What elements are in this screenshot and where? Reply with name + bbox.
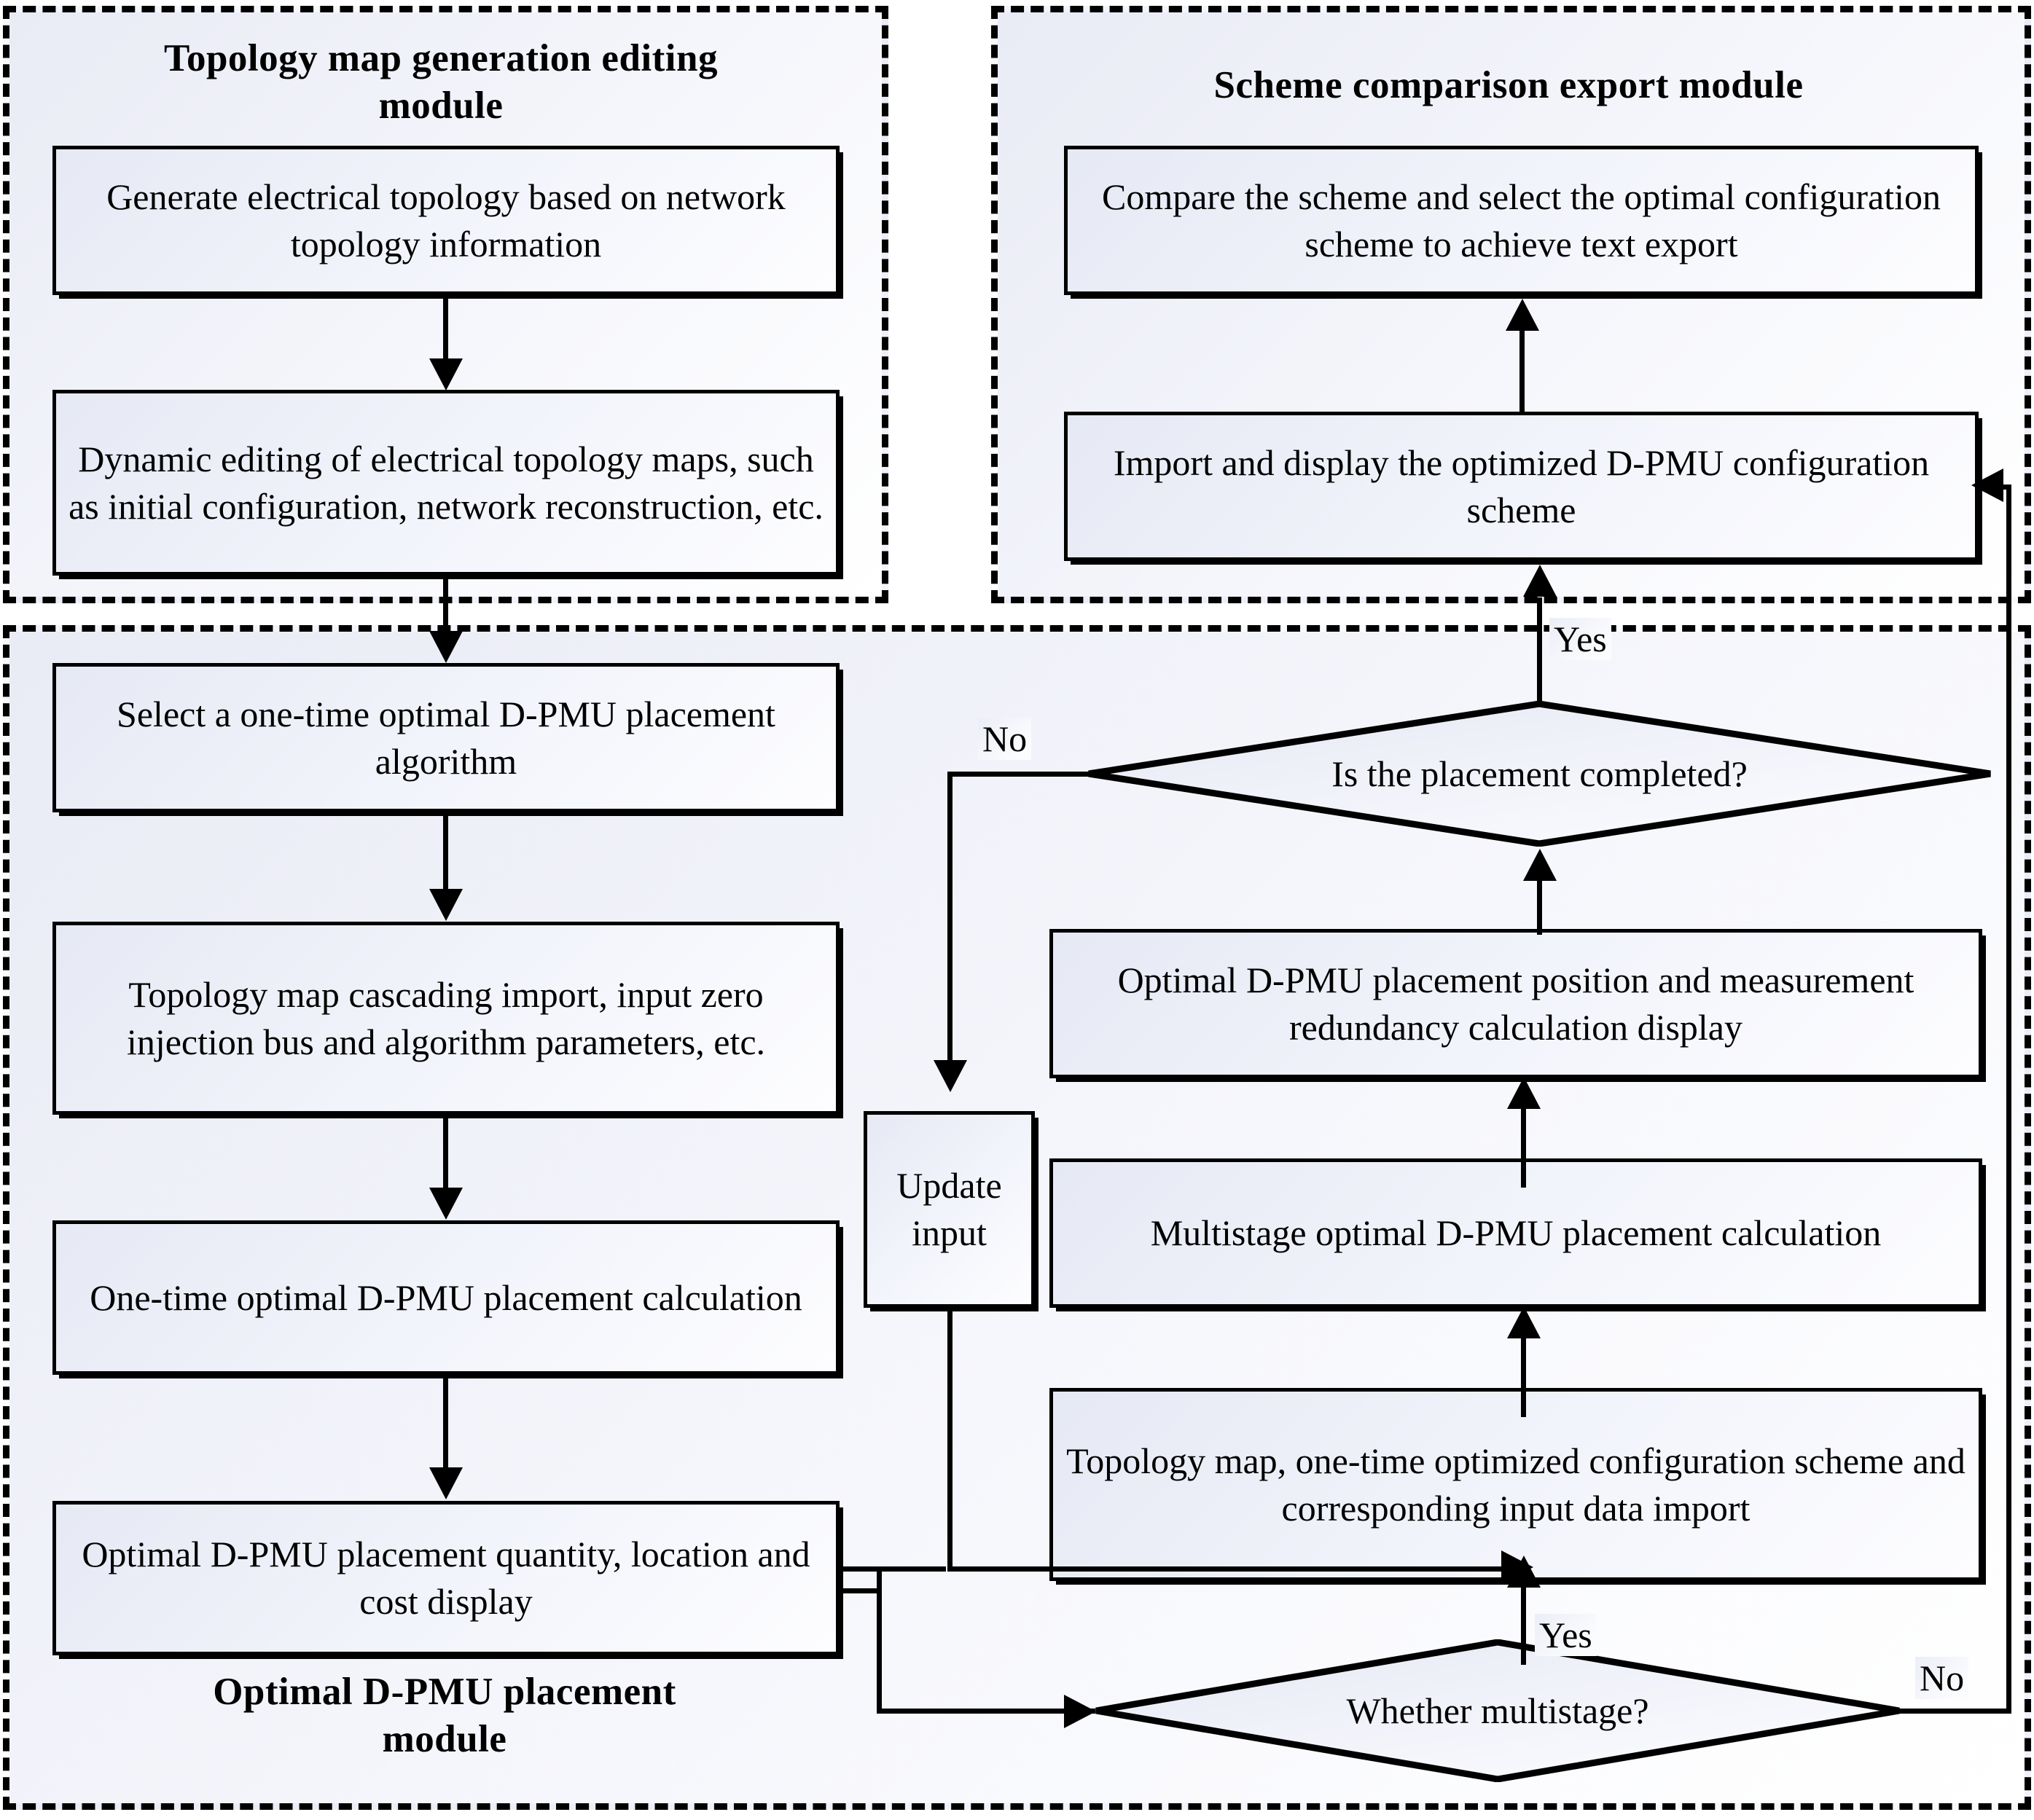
connector-mapimport-to-multistage [1521, 1337, 1526, 1417]
arrowhead-onetime-to-quantity [429, 1467, 463, 1499]
edge-label-completed-no: No [978, 718, 1032, 760]
connector-multistage-yes-to-mapimport [1521, 1585, 1526, 1665]
module-title-placement-line1: Optimal D-PMU placement [213, 1671, 676, 1713]
arrowhead-dynamic-to-select [429, 631, 463, 663]
connector-update-to-yes-join [947, 1566, 1530, 1572]
decision-whether-multistage[interactable]: Whether multistage? [1093, 1639, 1902, 1782]
edge-label-completed-yes: Yes [1549, 618, 1611, 660]
arrowhead-position-to-completed [1523, 849, 1557, 881]
arrowhead-mapimport-to-multistage [1507, 1306, 1541, 1338]
arrowhead-import-to-compare [1506, 299, 1539, 331]
connector-completed-no-horizontal [947, 772, 1093, 777]
connector-generate-to-dynamic [443, 295, 448, 361]
node-import-display[interactable]: Import and display the optimized D-PMU c… [1064, 412, 1979, 561]
node-cascading-import[interactable]: Topology map cascading import, input zer… [52, 922, 840, 1115]
connector-quantity-down-to-diamond [877, 1566, 882, 1711]
arrowhead-completed-no-to-update [934, 1060, 967, 1092]
node-quantity-display[interactable]: Optimal D-PMU placement quantity, locati… [52, 1501, 840, 1655]
arrowhead-generate-to-dynamic [429, 358, 463, 391]
arrowhead-select-to-cascading [429, 889, 463, 921]
connector-position-to-completed [1537, 878, 1542, 935]
module-title-placement-line2: module [382, 1717, 507, 1760]
connector-update-down [947, 1308, 953, 1570]
node-compare-scheme[interactable]: Compare the scheme and select the optima… [1064, 146, 1979, 295]
node-position-redundancy[interactable]: Optimal D-PMU placement position and mea… [1049, 929, 1982, 1078]
connector-quantity-to-diamond [877, 1709, 1095, 1714]
connector-dynamic-to-select [443, 576, 448, 634]
connector-right-rail-vertical [2006, 485, 2011, 1714]
arrowhead-quantity-to-diamond [1064, 1695, 1096, 1728]
module-title-placement: Optimal D-PMU placement module [51, 1668, 838, 1762]
node-map-import[interactable]: Topology map, one-time optimized configu… [1049, 1388, 1982, 1581]
arrowhead-update-to-yes-join [1501, 1550, 1533, 1584]
arrowhead-right-rail-to-import [1971, 468, 2003, 502]
connector-completed-no-vertical [947, 772, 953, 1063]
arrowhead-cascading-to-onetime [429, 1188, 463, 1220]
module-title-scheme: Scheme comparison export module [1213, 64, 1804, 106]
connector-quantity-right-lower [838, 1588, 882, 1593]
connector-quantity-right-upper [838, 1566, 946, 1572]
edge-label-multistage-no: No [1915, 1657, 1969, 1699]
arrowhead-multistage-to-position [1507, 1077, 1541, 1109]
connector-completed-yes-to-import [1537, 597, 1542, 707]
arrowhead-completed-yes-to-import [1523, 565, 1557, 597]
node-onetime-calculation[interactable]: One-time optimal D-PMU placement calcula… [52, 1220, 840, 1375]
decision-placement-completed[interactable]: Is the placement completed? [1086, 701, 1993, 847]
module-title-topology: Topology map generation editing module [51, 35, 831, 129]
node-update-input[interactable]: Update input [864, 1111, 1035, 1308]
connector-multistage-no-horizontal [1895, 1709, 2011, 1714]
connector-cascading-to-onetime [443, 1115, 448, 1189]
node-select-algorithm[interactable]: Select a one-time optimal D-PMU placemen… [52, 663, 840, 812]
connector-multistage-to-position [1521, 1107, 1526, 1188]
node-generate-topology[interactable]: Generate electrical topology based on ne… [52, 146, 840, 295]
module-title-topology-line2: module [378, 84, 504, 127]
edge-label-multistage-yes: Yes [1535, 1614, 1597, 1656]
module-title-topology-line1: Topology map generation editing [163, 37, 719, 79]
node-dynamic-editing[interactable]: Dynamic editing of electrical topology m… [52, 390, 840, 576]
node-multistage-calculation[interactable]: Multistage optimal D-PMU placement calcu… [1049, 1158, 1982, 1308]
connector-onetime-to-quantity [443, 1375, 448, 1470]
connector-import-to-compare [1519, 328, 1525, 414]
connector-select-to-cascading [443, 812, 448, 891]
